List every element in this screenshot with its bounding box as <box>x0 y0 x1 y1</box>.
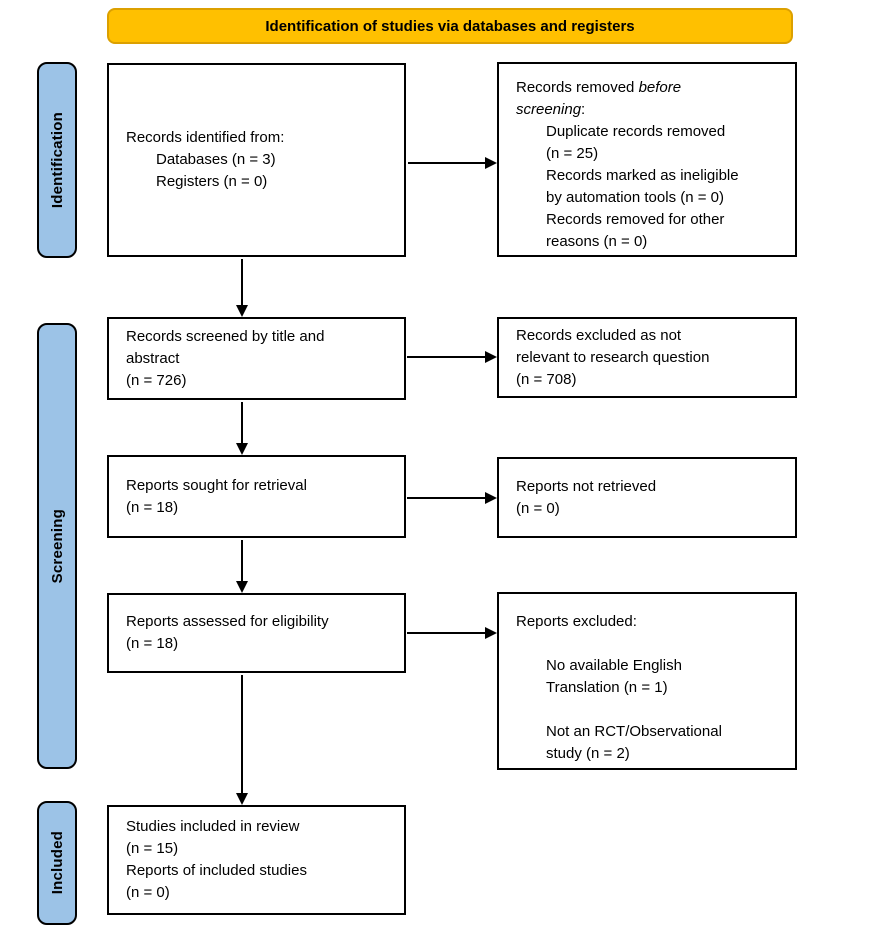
box-text-line: reasons (n = 0) <box>546 233 648 250</box>
stage-bar-included: Included <box>37 801 77 925</box>
diagram-title-banner: Identification of studies via databases … <box>107 8 793 44</box>
box-text-line: (n = 15) <box>126 840 179 857</box>
box-text-line <box>516 633 791 655</box>
box-text-line: Records identified from: <box>126 129 285 146</box>
box-text-line: Databases (n = 3) <box>156 151 276 168</box>
box-text-line: Reports of included studies <box>126 862 307 879</box>
box-records-identified: Records identified from: Databases (n = 3… <box>107 63 406 257</box>
box-records-removed-before-screening: Records removed before screening: Duplicat… <box>497 62 797 257</box>
stage-bar-identification: Identification <box>37 62 77 258</box>
box-text-line: (n = 0) <box>126 884 170 901</box>
arrow-sought-to-not-retrieved <box>407 492 497 504</box>
box-text-line: Records screened by title and <box>126 327 325 345</box>
box-text-line: (n = 0) <box>516 499 560 517</box>
box-text-line <box>516 699 791 721</box>
box-text-line: Reports not retrieved <box>516 477 657 495</box>
box-text-line: screening: <box>516 101 586 118</box>
box-text-line: (n = 25) <box>546 145 599 162</box>
stage-label-screening: Screening <box>48 508 66 584</box>
box-text-line: study (n = 2) <box>546 745 630 762</box>
box-text-line: abstract <box>126 349 180 367</box>
box-text-line: Records removed before <box>516 79 682 96</box>
box-text-line: (n = 708) <box>516 370 577 388</box>
arrow-screened-to-excluded <box>407 351 497 363</box>
box-records-excluded: Records excluded as not relevant to resea… <box>497 317 797 398</box>
box-text-line: Reports sought for retrieval <box>126 476 307 494</box>
diagram-title: Identification of studies via databases … <box>265 17 635 35</box>
box-text-line: (n = 726) <box>126 371 187 389</box>
box-text-line: Translation (n = 1) <box>546 679 668 696</box>
box-text-line: No available English <box>546 657 682 674</box>
stage-label-included: Included <box>48 831 66 895</box>
box-text-line: by automation tools (n = 0) <box>546 189 725 206</box>
box-text-line: Duplicate records removed <box>546 123 726 140</box>
arrow-identified-to-screened <box>236 259 248 317</box>
box-reports-sought: Reports sought for retrieval (n = 18) <box>107 455 406 538</box>
arrow-screened-to-sought <box>236 402 248 455</box>
box-text-line: Registers (n = 0) <box>156 173 268 190</box>
box-reports-not-retrieved: Reports not retrieved (n = 0) <box>497 457 797 538</box>
box-text-line: Studies included in review <box>126 818 300 835</box>
box-text-line: (n = 18) <box>126 635 179 652</box>
box-records-screened: Records screened by title and abstract (n … <box>107 317 406 400</box>
arrow-sought-to-assessed <box>236 540 248 593</box>
stage-label-identification: Identification <box>48 111 66 209</box>
box-text-line: (n = 18) <box>126 498 179 516</box>
box-reports-assessed: Reports assessed for eligibility (n = 18) <box>107 593 406 673</box>
box-studies-included: Studies included in review (n = 15) Report… <box>107 805 406 915</box>
box-text-line: Records removed for other <box>546 211 725 228</box>
arrow-identified-to-removed <box>408 157 497 169</box>
box-text-line: relevant to research question <box>516 348 710 366</box>
arrow-assessed-to-included <box>236 675 248 805</box>
box-text-line: Reports assessed for eligibility <box>126 613 329 630</box>
box-text-line: Records excluded as not <box>516 326 682 344</box>
box-text-line: Reports excluded: <box>516 613 637 630</box>
arrow-assessed-to-reports-excluded <box>407 627 497 639</box>
stage-bar-screening: Screening <box>37 323 77 769</box>
box-text-line: Records marked as ineligible <box>546 167 739 184</box>
box-text-line: Not an RCT/Observational <box>546 723 722 740</box>
